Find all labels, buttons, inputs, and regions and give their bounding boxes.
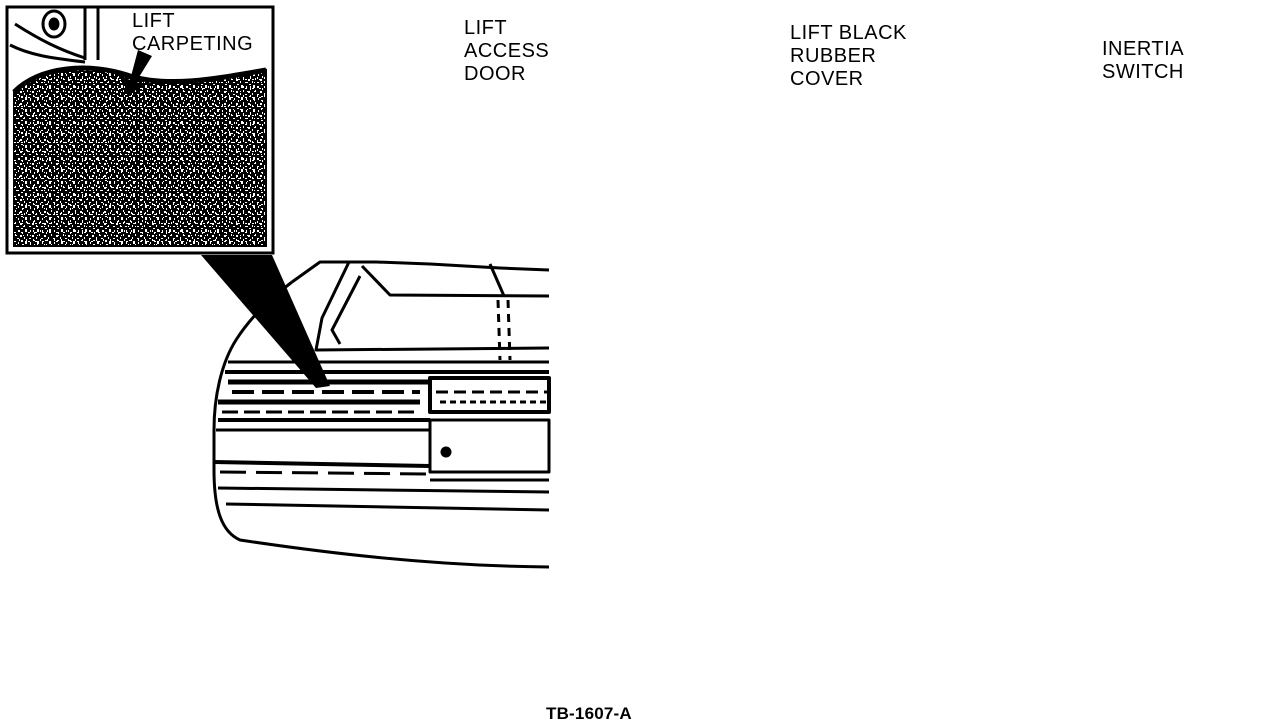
callout-line: LIFT (464, 17, 508, 39)
dome-marker-icon (41, 9, 67, 39)
panel-lift-carpeting (5, 5, 275, 255)
callout-lift-access-door: LIFT ACCESS DOOR (464, 17, 549, 86)
callout-line: CARPETING (132, 33, 254, 55)
callout-line: COVER (790, 68, 864, 90)
callout-lift-black-rubber-cover: LIFT BLACK RUBBER COVER (790, 22, 907, 91)
leader-wedge (201, 255, 330, 388)
car-rear-illustration (212, 260, 551, 569)
callout-line: SWITCH (1102, 61, 1184, 83)
callout-line: INERTIA (1102, 38, 1185, 60)
arrow-pointer-icon (122, 50, 152, 96)
callout-inertia-switch: INERTIA SWITCH (1102, 38, 1184, 84)
callout-line: DOOR (464, 63, 526, 85)
callout-line: RUBBER (790, 45, 877, 67)
callout-line: LIFT BLACK (790, 22, 907, 44)
callout-line: ACCESS (464, 40, 550, 62)
figure-id: TB-1607-A (546, 704, 632, 723)
callout-line: LIFT (132, 10, 176, 32)
callout-lift-carpeting: LIFT CARPETING (132, 10, 253, 56)
